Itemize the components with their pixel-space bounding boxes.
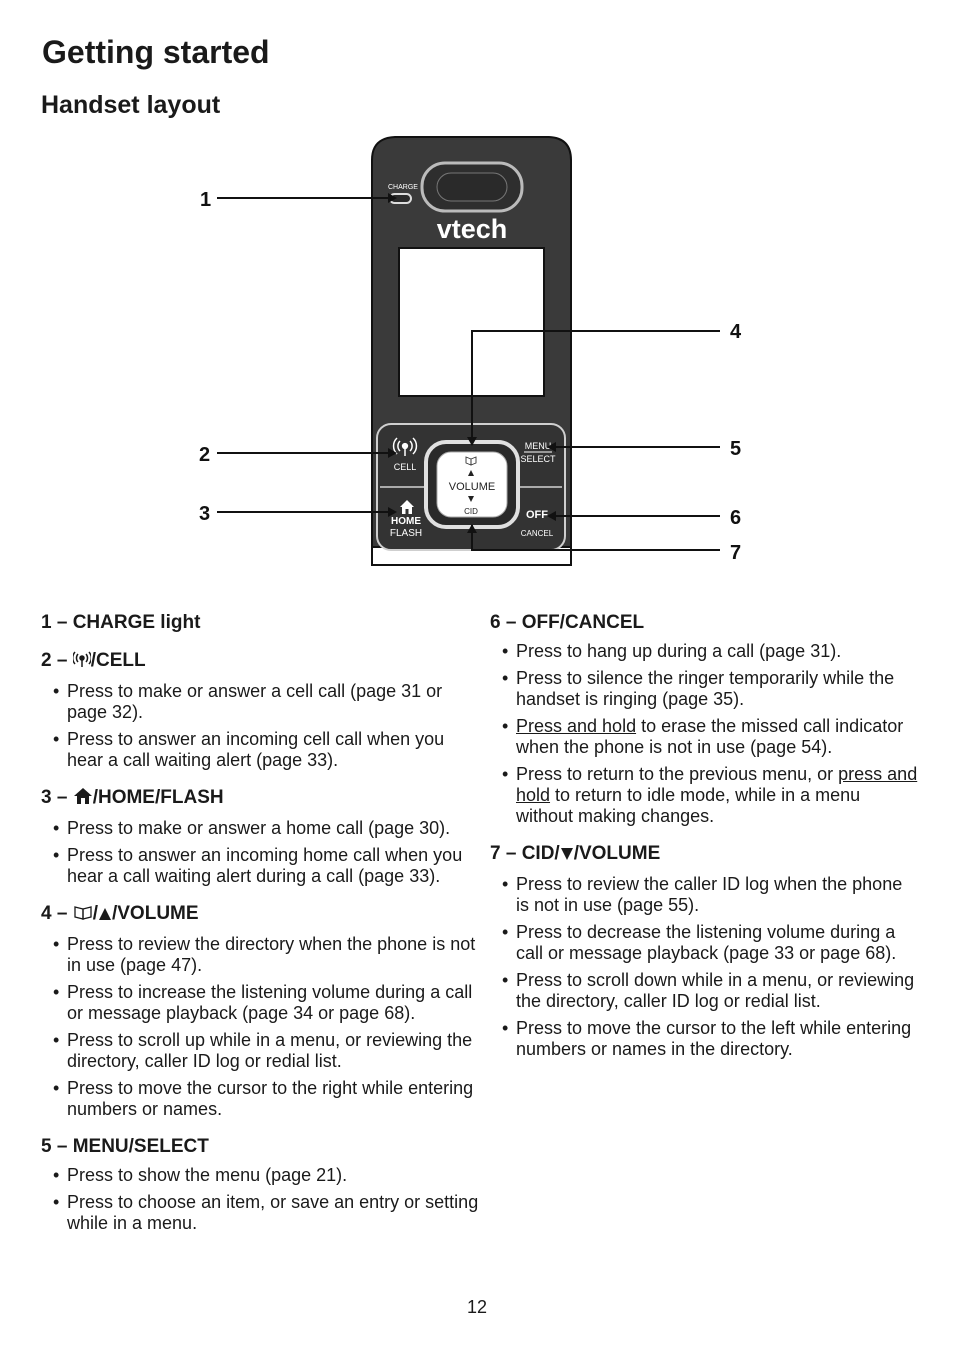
list-item: Press to choose an item, or save an entr…	[53, 1192, 481, 1234]
section-7-prefix: 7 – CID/	[490, 843, 560, 864]
callout-number-4: 4	[730, 321, 742, 343]
menu-key-label: MENU	[525, 441, 552, 451]
section-7-title: 7 – CID/ /VOLUME	[490, 843, 920, 867]
underlined-text: Press and hold	[516, 716, 637, 736]
section-home-flash: 3 – /HOME/FLASH Press to make or answer …	[41, 787, 481, 887]
home-icon	[400, 500, 414, 514]
page-title: Getting started	[42, 34, 270, 70]
callout-number-5: 5	[730, 438, 741, 460]
callout-number-6: 6	[730, 507, 741, 529]
section-2-prefix: 2 –	[41, 650, 73, 671]
cancel-key-label: CANCEL	[521, 529, 554, 538]
section-4-prefix: 4 –	[41, 903, 73, 924]
home-icon	[73, 787, 93, 811]
nav-down-arrow-icon	[468, 496, 474, 502]
list-item: Press and hold to erase the missed call …	[502, 716, 920, 758]
vtech-logo: vtech	[437, 214, 508, 244]
section-3-prefix: 3 –	[41, 787, 73, 808]
callout-number-2: 2	[199, 444, 210, 466]
callout-arrow-7	[467, 524, 477, 533]
list-item: Press to answer an incoming cell call wh…	[53, 729, 481, 771]
list-item: Press to review the directory when the p…	[53, 934, 481, 976]
section-5-title: 5 – MENU/SELECT	[41, 1136, 209, 1157]
list-item: Press to review the caller ID log when t…	[502, 874, 920, 916]
nav-up-arrow-icon	[468, 470, 474, 476]
list-item: Press to return to the previous menu, or…	[502, 764, 920, 827]
right-column: 6 – OFF/CANCEL Press to hang up during a…	[490, 612, 920, 1076]
list-item: Press to scroll down while in a menu, or…	[502, 970, 920, 1012]
handset-diagram: CHARGE vtech CELL MENU SELECT HOME FLASH	[199, 136, 742, 566]
book-icon	[73, 905, 93, 927]
section-1-title: 1 – CHARGE light	[41, 612, 201, 633]
off-key-label: OFF	[526, 509, 548, 521]
underlined-text: press and hold	[516, 764, 918, 805]
callout-number-3: 3	[199, 503, 210, 525]
section-3-suffix: /HOME/FLASH	[92, 787, 224, 808]
callout-arrow-1	[388, 193, 397, 203]
section-cid-volume: 7 – CID/ /VOLUME Press to review the call…	[490, 843, 920, 1060]
section-4-title: 4 – / /VOLUME	[41, 903, 481, 927]
antenna-icon	[71, 650, 92, 674]
list-item: Press to show the menu (page 21).	[53, 1165, 481, 1186]
menu-select-key[interactable]: MENU SELECT	[520, 441, 556, 464]
list-item: Press to hang up during a call (page 31)…	[502, 641, 920, 662]
list-item: Press to scroll up while in a menu, or r…	[53, 1030, 481, 1072]
list-item-text: to return to idle mode, while in a menu …	[516, 785, 861, 826]
section-menu-select: 5 – MENU/SELECT Press to show the menu (…	[41, 1136, 481, 1234]
callout-number-1: 1	[200, 189, 211, 211]
list-item: Press to make or answer a home call (pag…	[53, 818, 481, 839]
callout-number-7: 7	[730, 542, 741, 564]
flash-key-label: FLASH	[390, 528, 422, 539]
nav-key-inner	[436, 451, 508, 518]
list-item-text: to erase the missed call indicator when …	[516, 716, 904, 757]
list-item: Press to move the cursor to the left whi…	[502, 1018, 920, 1060]
section-7-suffix: /VOLUME	[573, 843, 661, 864]
navigation-key[interactable]: VOLUME CID	[424, 440, 520, 529]
antenna-icon	[392, 437, 418, 456]
callout-arrow-2	[388, 448, 397, 458]
list-item: Press to silence the ringer temporarily …	[502, 668, 920, 710]
callout-line-4	[471, 330, 720, 445]
book-icon	[465, 456, 477, 466]
list-item-text: Press to return to the previous menu, or	[516, 764, 839, 784]
cid-label: CID	[464, 507, 478, 516]
callout-line-7	[471, 525, 720, 551]
cell-key-label: CELL	[394, 462, 417, 472]
select-key-label: SELECT	[520, 454, 556, 464]
earpiece-slot	[436, 172, 508, 202]
callout-arrow-5	[547, 442, 556, 452]
off-cancel-key[interactable]: OFF CANCEL	[521, 509, 554, 538]
section-6-title: 6 – OFF/CANCEL	[490, 612, 645, 633]
list-item: Press to increase the listening volume d…	[53, 982, 481, 1024]
callout-arrow-6	[547, 511, 556, 521]
callout-arrow-4	[467, 437, 477, 446]
callout-arrow-3	[388, 507, 397, 517]
arrow-up-icon	[98, 905, 112, 927]
home-flash-key[interactable]: HOME FLASH	[390, 500, 422, 539]
page-number: 12	[466, 1297, 488, 1317]
volume-label: VOLUME	[449, 481, 495, 493]
section-3-title: 3 – /HOME/FLASH	[41, 787, 481, 811]
list-item: Press to decrease the listening volume d…	[502, 922, 920, 964]
section-subtitle: Handset layout	[41, 91, 221, 119]
list-item: Press to move the cursor to the right wh…	[53, 1078, 481, 1120]
list-item: Press to make or answer a cell call (pag…	[53, 681, 481, 723]
charge-label: CHARGE	[388, 184, 418, 191]
section-charge-light: 1 – CHARGE light	[41, 612, 481, 634]
section-4-suffix: /VOLUME	[111, 903, 199, 924]
arrow-down-icon	[560, 845, 574, 867]
list-item: Press to answer an incoming home call wh…	[53, 845, 481, 887]
section-2-suffix: /CELL	[90, 650, 146, 671]
section-volume-up: 4 – / /VOLUME Press to review the directo…	[41, 903, 481, 1120]
section-off-cancel: 6 – OFF/CANCEL Press to hang up during a…	[490, 612, 920, 827]
home-key-label: HOME	[391, 516, 421, 527]
section-cell: 2 – /CELL Press to make or answer a cell…	[41, 650, 481, 771]
section-2-title: 2 – /CELL	[41, 650, 481, 674]
left-column: 1 – CHARGE light 2 – /CELL Press to make…	[41, 612, 481, 1250]
section-4-sep: /	[92, 903, 98, 924]
cell-key[interactable]: CELL	[392, 437, 418, 472]
